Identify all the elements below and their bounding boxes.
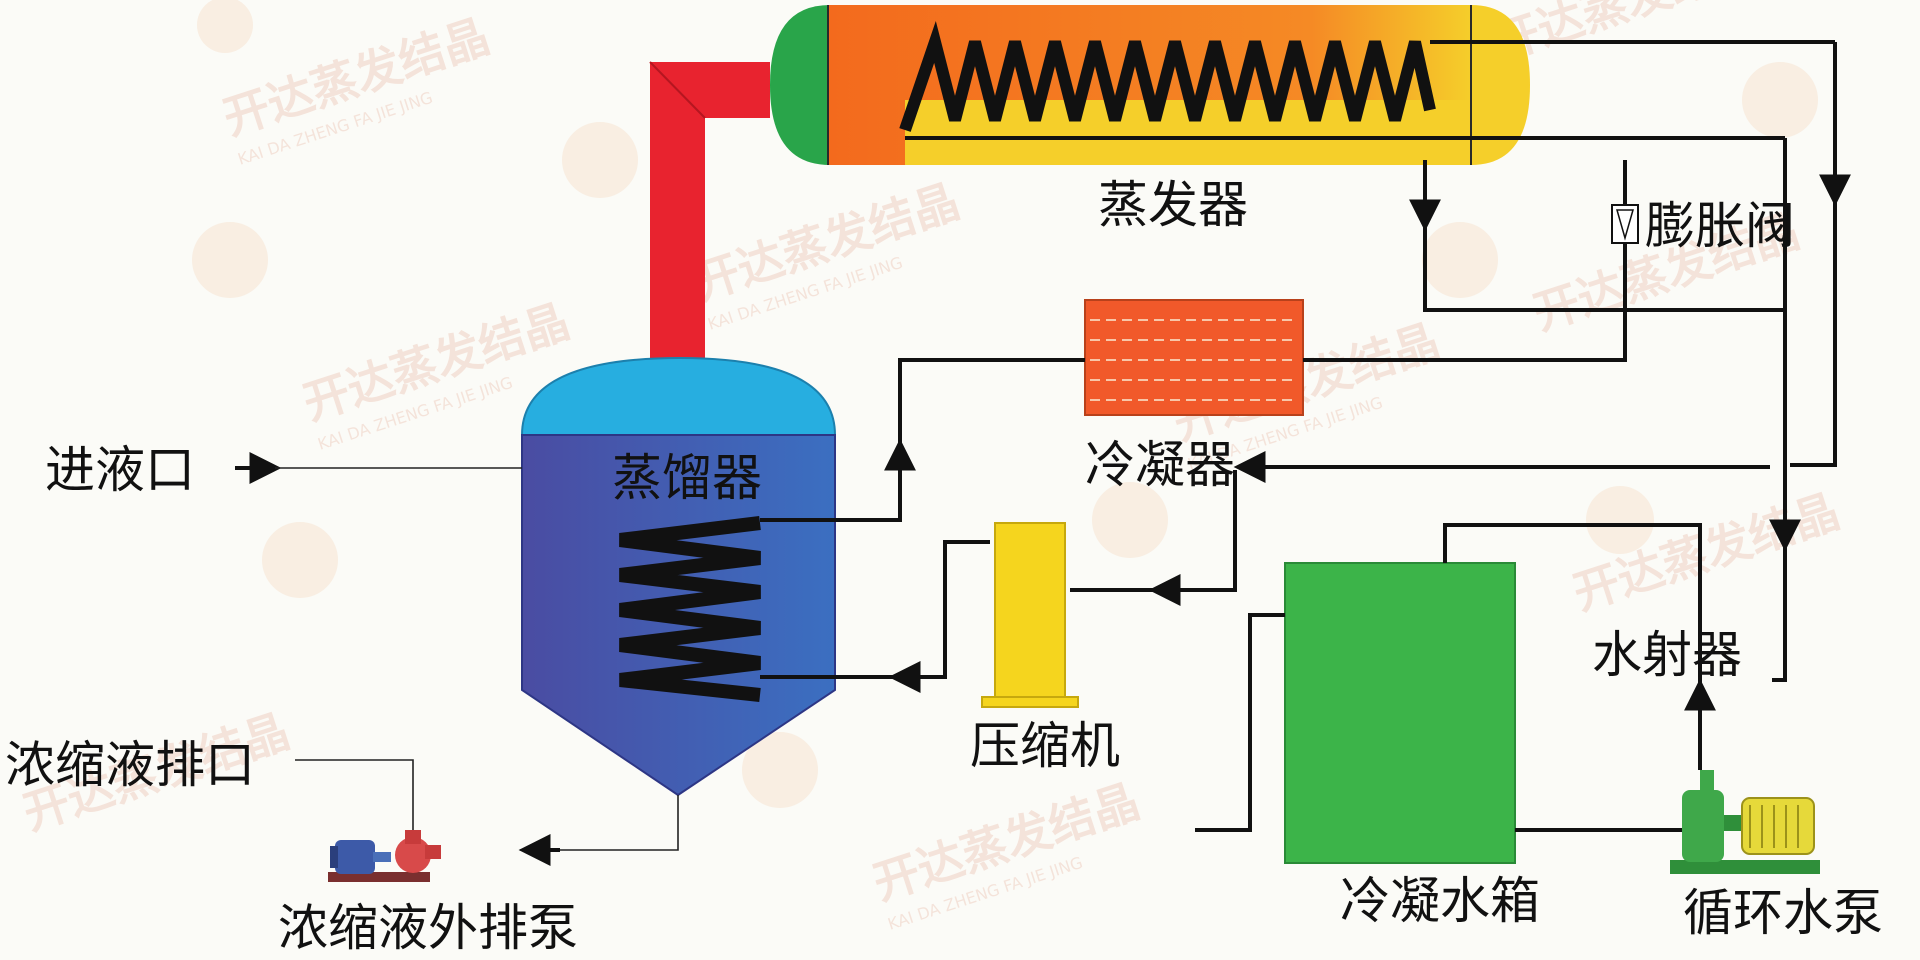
tank-pipes	[1195, 523, 1716, 832]
evaporator-label: 蒸发器	[1098, 176, 1248, 234]
evaporator-coil	[899, 21, 1436, 132]
evaporator	[770, 5, 1835, 165]
feed-inlet-label: 进液口	[45, 441, 195, 499]
expansion-valve-label: 膨胀阀	[1645, 197, 1795, 255]
watermark-text: 开达蒸发结晶	[1487, 0, 1766, 70]
distiller-coil	[619, 516, 761, 702]
compressor-label: 压缩机	[970, 717, 1120, 775]
distiller-label: 蒸馏器	[612, 449, 762, 507]
heating-pipes	[760, 358, 1625, 693]
circulating-pump-icon	[1670, 770, 1820, 874]
refrigerant-pipes	[1325, 42, 1851, 682]
evaporator-right-cap	[1471, 5, 1530, 165]
water-ejector-label: 水射器	[1592, 626, 1742, 684]
concentrate-pump-icon	[328, 830, 441, 882]
circulating-pump-label: 循环水泵	[1683, 884, 1883, 942]
condensate-tank	[1284, 562, 1516, 864]
compressor	[981, 522, 1079, 708]
condenser-label: 冷凝器	[1085, 436, 1235, 494]
vapor-pipe	[649, 61, 770, 360]
condenser	[1084, 299, 1304, 416]
watermark-logo-icon	[192, 0, 1818, 808]
distiller	[520, 356, 837, 797]
condensate-tank-label: 冷凝水箱	[1340, 872, 1540, 930]
concentrate-pump-label: 浓缩液外排泵	[278, 899, 578, 957]
distiller-dome	[520, 356, 837, 436]
evaporator-left-cap	[770, 5, 830, 165]
concentrate-outlet-label: 浓缩液排口	[5, 736, 255, 794]
